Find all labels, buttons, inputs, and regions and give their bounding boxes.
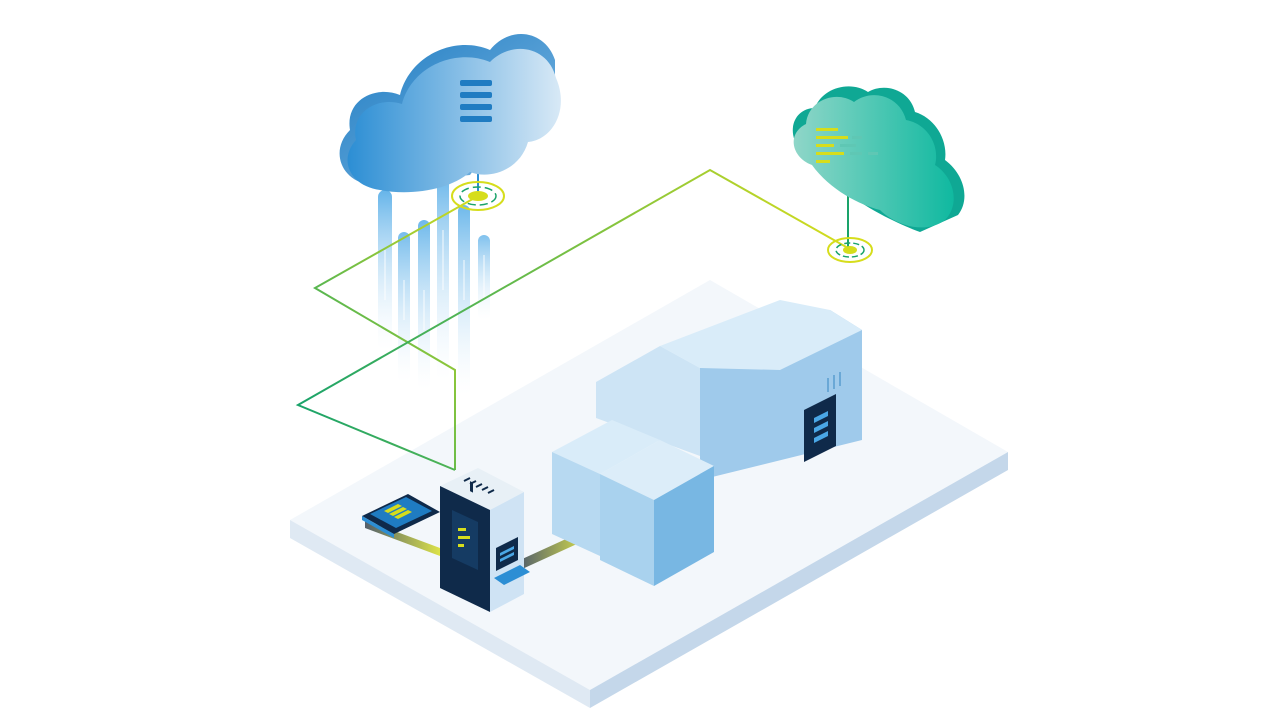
data-streams xyxy=(378,170,490,395)
control-cabinet-icon xyxy=(440,468,530,612)
code-cloud-icon xyxy=(792,86,965,232)
left-cloud-connector xyxy=(451,181,505,211)
industrial-machine-icon xyxy=(552,300,862,586)
right-cloud-connector xyxy=(827,237,873,263)
server-cloud-icon xyxy=(339,33,561,193)
tablet-icon xyxy=(362,494,440,538)
